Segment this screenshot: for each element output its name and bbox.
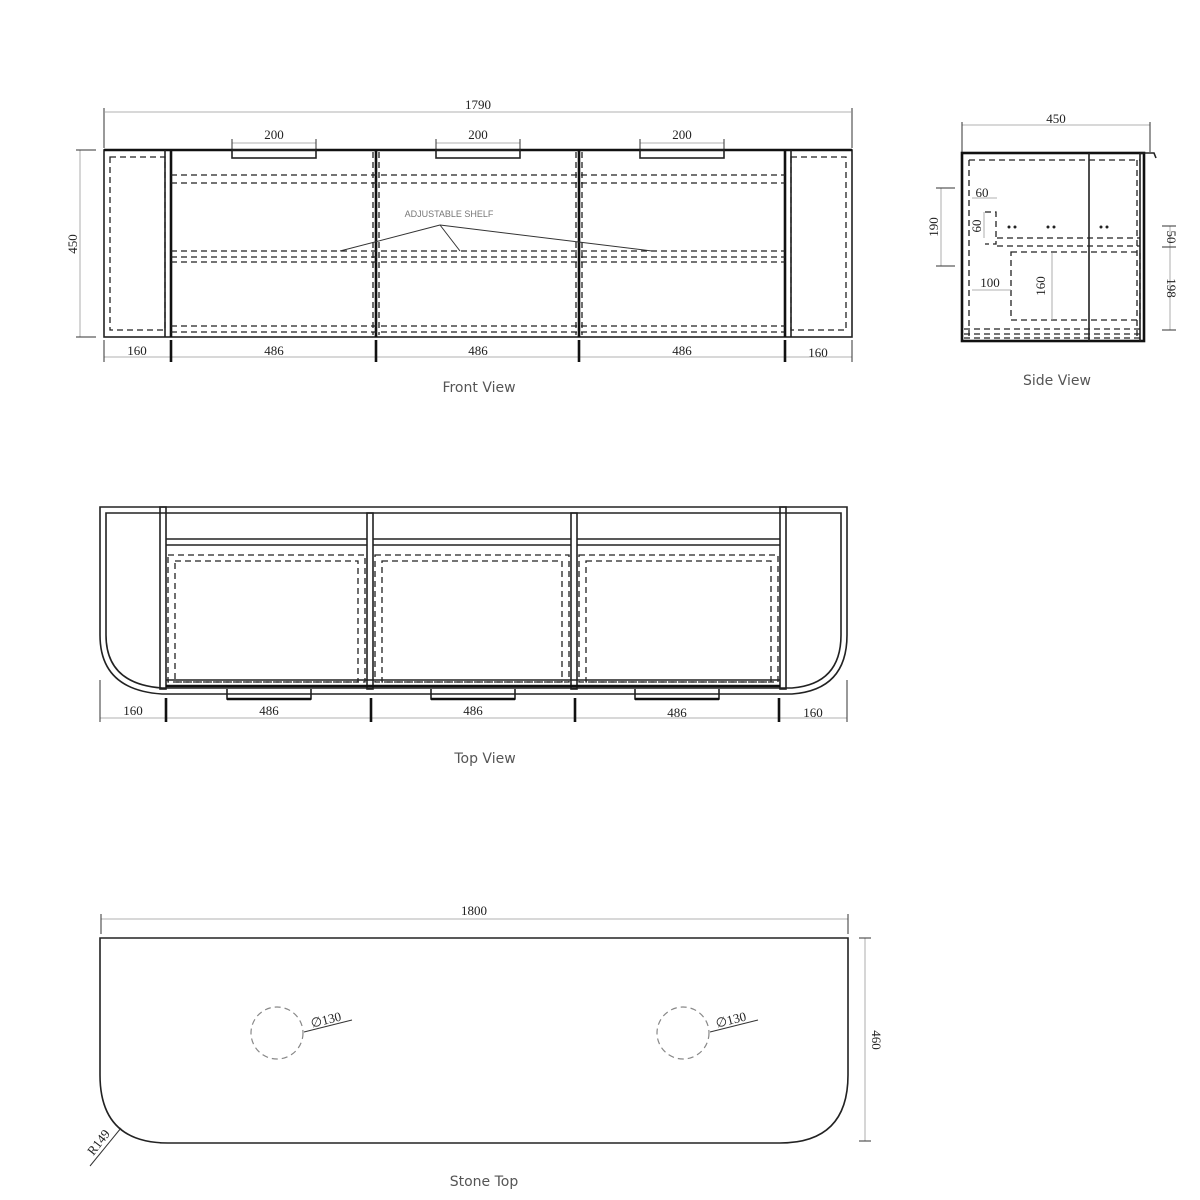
side-view: 450 190 60 60 100 160 [926,111,1179,389]
handle-width-2: 200 [468,127,488,142]
stone-depth: 460 [869,1030,884,1050]
top-dim-bay-1: 486 [259,703,279,718]
adjustable-shelf-label: ADJUSTABLE SHELF [405,209,494,219]
front-view: 1790 200 200 200 450 [65,97,853,396]
side-dim-60-h: 60 [976,185,989,200]
side-dim-190: 190 [926,217,941,237]
front-dim-left: 160 [127,343,147,358]
side-dim-160: 160 [1033,276,1048,296]
side-dim-50: 50 [1164,231,1179,244]
front-dim-bay-1: 486 [264,343,284,358]
stone-width: 1800 [461,903,487,918]
front-view-caption: Front View [442,380,515,396]
hole-right-diameter: ∅130 [714,1009,748,1031]
side-view-caption: Side View [1023,373,1091,389]
stone-top: 1800 ∅130 ∅130 R149 460 Stone Top [84,903,884,1190]
top-dim-right: 160 [803,705,823,720]
handle-width-3: 200 [672,127,692,142]
side-depth: 450 [1046,111,1066,126]
side-dim-60-v: 60 [969,220,984,233]
handle-width-1: 200 [264,127,284,142]
front-overall-width: 1790 [465,97,491,112]
front-dim-right: 160 [808,345,828,360]
side-dim-198: 198 [1164,278,1179,298]
top-view-caption: Top View [453,751,515,767]
top-dim-bay-3: 486 [667,705,687,720]
corner-radius: R149 [84,1127,113,1158]
top-dim-bay-2: 486 [463,703,483,718]
top-dim-left: 160 [123,703,143,718]
top-view: 160 486 486 486 160 Top View [99,506,848,767]
front-dim-bay-3: 486 [672,343,692,358]
stone-top-caption: Stone Top [450,1174,519,1190]
side-dim-100: 100 [980,275,1000,290]
front-height: 450 [65,234,80,254]
front-dim-bay-2: 486 [468,343,488,358]
hole-left-diameter: ∅130 [309,1009,343,1031]
